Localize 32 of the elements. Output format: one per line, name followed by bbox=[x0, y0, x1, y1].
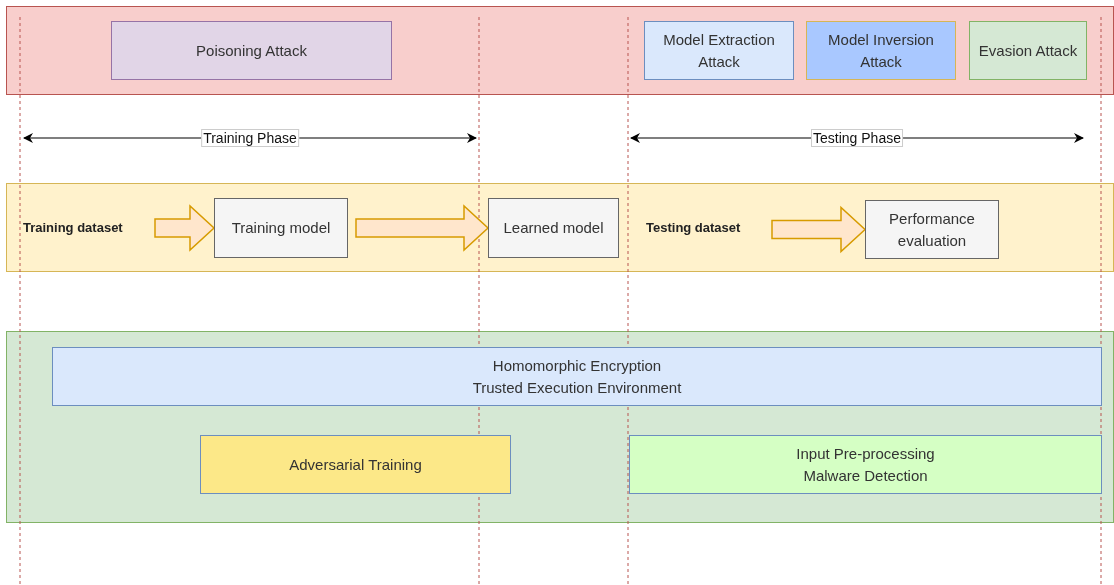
node-text: Adversarial Training bbox=[288, 454, 423, 475]
phase-label: Training Phase bbox=[201, 129, 299, 147]
node-text: Input Pre-processing bbox=[795, 443, 936, 464]
node-text: Evasion Attack bbox=[977, 40, 1079, 61]
phase-label: Testing Phase bbox=[811, 129, 903, 147]
process-box bbox=[865, 200, 999, 259]
node-text: Model Inversion Attack bbox=[827, 29, 935, 72]
node-text: Training model bbox=[230, 218, 332, 238]
block-arrow bbox=[771, 205, 867, 254]
node-text: Testing dataset bbox=[646, 219, 741, 237]
attack-box bbox=[969, 21, 1087, 80]
node-text: Model Extraction Attack bbox=[662, 29, 776, 72]
defense-box bbox=[52, 347, 1102, 406]
block-arrow bbox=[355, 204, 490, 252]
attack-box bbox=[806, 21, 956, 80]
process-box bbox=[214, 198, 348, 258]
node-text: Homomorphic Encryption bbox=[491, 355, 663, 376]
attack-box bbox=[644, 21, 794, 80]
process-box bbox=[488, 198, 619, 258]
node-text: Poisoning Attack bbox=[195, 40, 308, 61]
node-text: Performance evaluation bbox=[888, 208, 976, 251]
attack-box bbox=[111, 21, 392, 80]
defense-box bbox=[200, 435, 511, 494]
node-text: Learned model bbox=[502, 218, 605, 238]
process-band bbox=[6, 183, 1114, 272]
defense-band bbox=[6, 331, 1114, 523]
defense-box bbox=[629, 435, 1102, 494]
node-text: Training dataset bbox=[23, 219, 123, 237]
attack-band bbox=[6, 6, 1114, 95]
block-arrow bbox=[154, 204, 216, 252]
node-text: Malware Detection bbox=[802, 465, 929, 486]
node-text: Trusted Execution Environment bbox=[471, 377, 683, 398]
